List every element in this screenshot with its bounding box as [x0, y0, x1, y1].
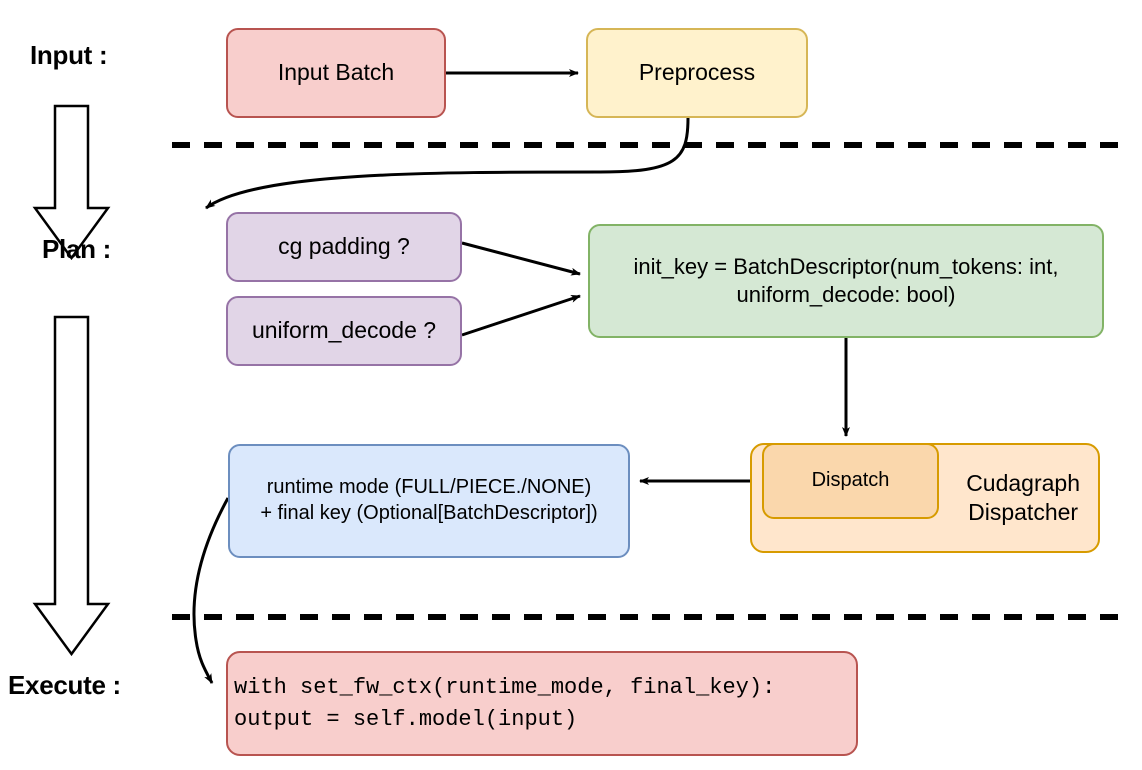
plan-to-execute-arrow: [32, 315, 111, 657]
node-init-key[interactable]: init_key = BatchDescriptor(num_tokens: i…: [588, 224, 1104, 338]
node-dispatch[interactable]: Dispatch: [762, 443, 939, 519]
stage-label-execute: Execute :: [8, 670, 121, 700]
node-uniform-decode[interactable]: uniform_decode ?: [226, 296, 462, 366]
stage-label-plan: Plan :: [42, 234, 111, 264]
stage-label-input: Input :: [30, 40, 108, 70]
node-preprocess[interactable]: Preprocess: [586, 28, 808, 118]
edge-cg-padding-to-init-key: [461, 241, 581, 276]
node-input-batch[interactable]: Input Batch: [226, 28, 446, 118]
edge-uniform-decode-to-init-key: [461, 294, 581, 337]
edge-preprocess-to-cg-padding: [205, 117, 690, 210]
edge-runtime-mode-to-execute-code: [192, 497, 230, 684]
node-cg-padding[interactable]: cg padding ?: [226, 212, 462, 282]
node-runtime-mode[interactable]: runtime mode (FULL/PIECE./NONE) + final …: [228, 444, 630, 558]
node-execute-code[interactable]: with set_fw_ctx(runtime_mode, final_key)…: [226, 651, 858, 756]
